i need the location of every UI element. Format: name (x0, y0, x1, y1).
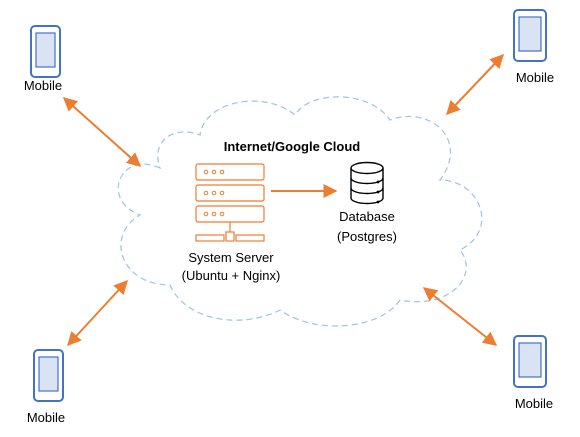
mobile-label: Mobile (515, 396, 553, 411)
mobile-bottom-left: Mobile (27, 349, 65, 425)
mobile-label: Mobile (27, 410, 65, 425)
cloud-title: Internet/Google Cloud (224, 139, 361, 154)
arrow-bottom-left (67, 279, 128, 347)
arrow-top-right (446, 53, 504, 116)
database-label-line1: Database (339, 209, 395, 224)
server-label-line1: System Server (188, 250, 274, 265)
server-label-line2: (Ubuntu + Nginx) (182, 268, 281, 283)
mobile-label: Mobile (516, 70, 554, 85)
arrow-bottom-right (422, 287, 498, 346)
database-label-line2: (Postgres) (337, 229, 397, 244)
mobile-bottom-right: Mobile (513, 335, 553, 411)
mobile-top-left: Mobile (24, 25, 62, 93)
arrow-top-left (62, 97, 142, 167)
mobile-label: Mobile (24, 78, 62, 93)
server-icon (195, 163, 265, 242)
database-icon (350, 161, 384, 205)
mobile-top-right: Mobile (513, 9, 554, 85)
cloud-shape (117, 96, 483, 327)
